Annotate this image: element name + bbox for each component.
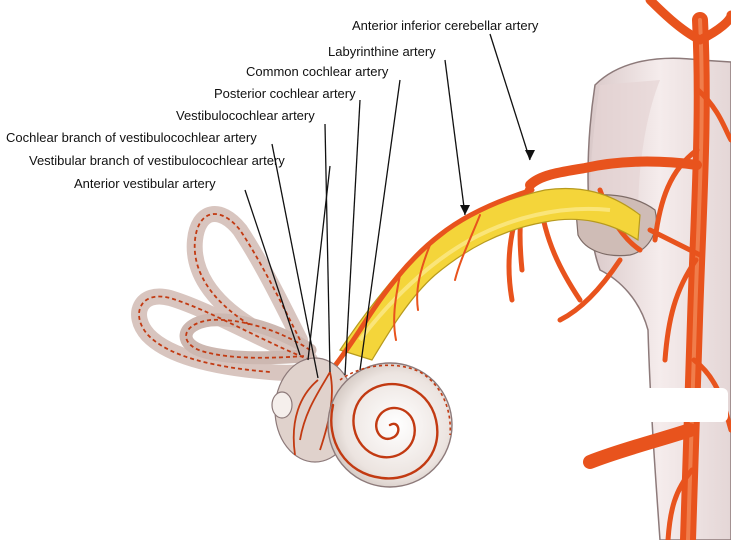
leader-aica xyxy=(490,34,530,160)
label-common-cochlear-artery: Common cochlear artery xyxy=(246,64,389,79)
leader-labyrinthine xyxy=(445,60,465,215)
label-vestibulocochlear-artery: Vestibulocochlear artery xyxy=(176,108,315,123)
blank-patch xyxy=(548,388,728,422)
leader-vestibulocochlear xyxy=(325,124,330,372)
oval-window xyxy=(272,392,292,418)
label-vestibular-branch: Vestibular branch of vestibulocochlear a… xyxy=(29,153,285,168)
leader-vestibular-branch xyxy=(308,166,330,360)
superior-cerebellar-branch xyxy=(650,0,731,40)
label-posterior-cochlear-artery: Posterior cochlear artery xyxy=(214,86,356,101)
label-aica: Anterior inferior cerebellar artery xyxy=(352,18,539,33)
vestibulocochlear-nerve xyxy=(340,188,640,360)
label-cochlear-branch: Cochlear branch of vestibulocochlear art… xyxy=(6,130,257,145)
label-labyrinthine-artery: Labyrinthine artery xyxy=(328,44,436,59)
label-anterior-vestibular-artery: Anterior vestibular artery xyxy=(74,176,216,191)
